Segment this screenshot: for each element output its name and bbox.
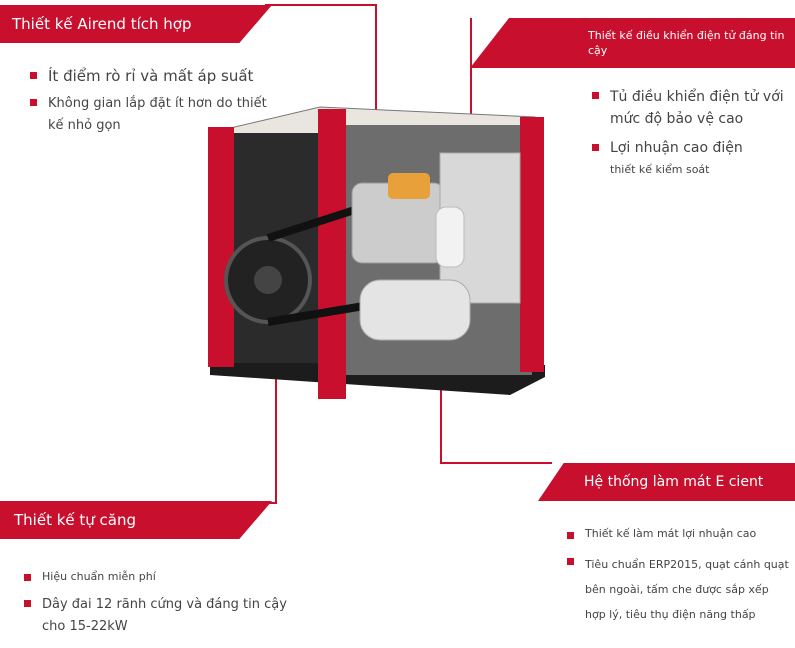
compressor-illustration	[208, 106, 545, 399]
banner-airend: Thiết kế Airend tích hợp	[0, 5, 272, 43]
banner-tension: Thiết kế tự căng	[0, 501, 272, 539]
banner-tension-title: Thiết kế tự căng	[14, 511, 137, 529]
tension-bullet-1: Hiệu chuẩn miễn phí	[24, 568, 294, 586]
compressor-mid-pillar	[318, 109, 346, 399]
tension-bullet-2: Dây đai 12 rãnh cứng và đáng tin cậy cho…	[24, 594, 294, 638]
airend-bullet-2: Không gian lắp đặt ít hơn do thiết kế nh…	[30, 93, 280, 137]
banner-controller-title: Thiết kế điều khiển điện tử đáng tin cậy	[588, 29, 785, 57]
banner-cooling: Hệ thống làm mát E cient	[538, 463, 795, 501]
controller-bullet-2: Lợi nhuận cao điện	[592, 138, 792, 158]
controller-bullets: Tủ điều khiển điện tử với mức độ bảo vệ …	[592, 86, 792, 158]
banner-airend-title: Thiết kế Airend tích hợp	[12, 15, 192, 33]
leader-line-airend	[265, 4, 377, 166]
banner-controller: Thiết kế điều khiển điện tử đáng tin cậy	[470, 18, 795, 68]
controller-bullet-2-note: thiết kế kiểm soát	[610, 163, 710, 176]
cooling-bullet-2: Tiêu chuẩn ERP2015, quạt cánh quạt bên n…	[567, 552, 792, 627]
leader-line-controller	[470, 18, 474, 150]
compressor-right-pillar	[520, 117, 544, 372]
pulley-hub	[254, 266, 282, 294]
controller-bullet-1: Tủ điều khiển điện tử với mức độ bảo vệ …	[592, 86, 792, 130]
air-filter	[435, 206, 465, 268]
cooling-bullets: Thiết kế làm mát lợi nhuận cao Tiêu chuẩ…	[567, 526, 792, 627]
oil-filter	[388, 173, 430, 199]
airend-bullet-1: Ít điểm rò rỉ và mất áp suất	[30, 66, 280, 86]
compressor-left-pillar	[208, 127, 234, 367]
cooling-bullet-1: Thiết kế làm mát lợi nhuận cao	[567, 526, 792, 542]
banner-cooling-title: Hệ thống làm mát E cient	[584, 474, 764, 490]
tension-bullets: Hiệu chuẩn miễn phí Dây đai 12 rãnh cứng…	[24, 568, 294, 638]
oil-tank	[359, 279, 471, 341]
airend-bullets: Ít điểm rò rỉ và mất áp suất Không gian …	[30, 66, 280, 137]
